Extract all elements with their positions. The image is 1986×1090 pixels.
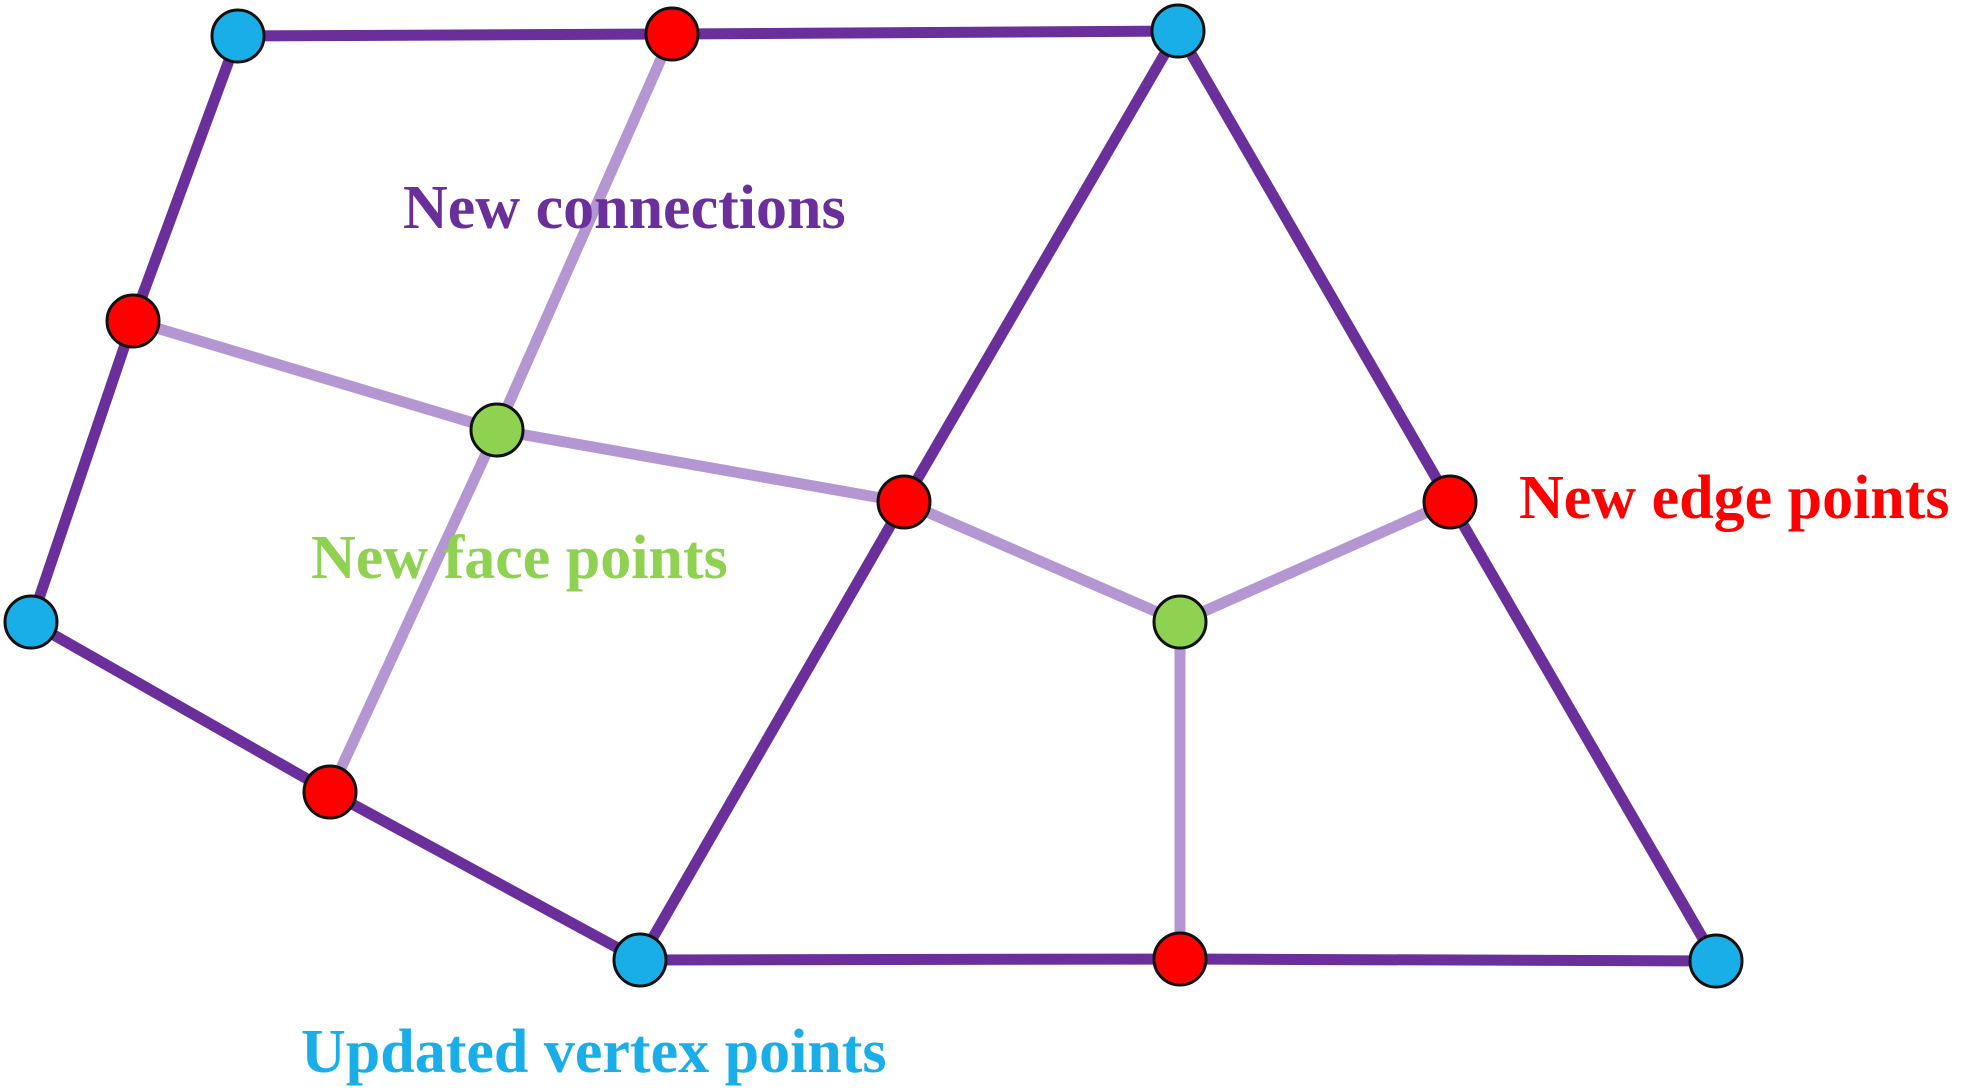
vertex-point — [3, 594, 59, 650]
face-point — [469, 402, 525, 458]
original-edge-line — [25, 616, 336, 798]
vertex-point — [1688, 933, 1744, 989]
edge-point — [1152, 931, 1208, 987]
edge-point — [302, 764, 358, 820]
new-connections — [127, 28, 1456, 965]
original-edge-line — [634, 496, 910, 966]
label-new-face-points: New face points — [311, 524, 728, 592]
face-point — [1152, 594, 1208, 650]
vertex-point — [612, 932, 668, 988]
original-edge-line — [1444, 496, 1722, 967]
original-edge-line — [324, 786, 646, 966]
new-connection-line — [491, 424, 910, 508]
label-updated-vertex-points: Updated vertex points — [301, 1018, 887, 1086]
edge-points — [105, 6, 1478, 987]
original-edge-line — [232, 28, 678, 42]
edge-point — [644, 6, 700, 62]
new-connection-line — [324, 424, 503, 798]
new-connection-line — [898, 496, 1186, 628]
original-edge-line — [634, 953, 1186, 966]
new-connection-line — [1174, 496, 1456, 628]
vertex-point — [1150, 3, 1206, 59]
original-edge-line — [1174, 953, 1722, 967]
face-points — [469, 402, 1208, 650]
label-new-connections: New connections — [403, 174, 846, 242]
edge-point — [876, 474, 932, 530]
original-edge-line — [666, 25, 1184, 40]
new-connection-line — [127, 315, 503, 436]
label-new-edge-points: New edge points — [1519, 464, 1950, 532]
edge-point — [105, 293, 161, 349]
vertex-point — [210, 8, 266, 64]
original-edges — [25, 25, 1722, 967]
original-edge-line — [127, 30, 244, 327]
original-edge-line — [1172, 25, 1456, 508]
new-connection-line — [491, 28, 678, 436]
vertex-points — [3, 3, 1744, 989]
original-edge-line — [25, 315, 139, 628]
original-edge-line — [898, 25, 1184, 508]
edge-point — [1422, 474, 1478, 530]
